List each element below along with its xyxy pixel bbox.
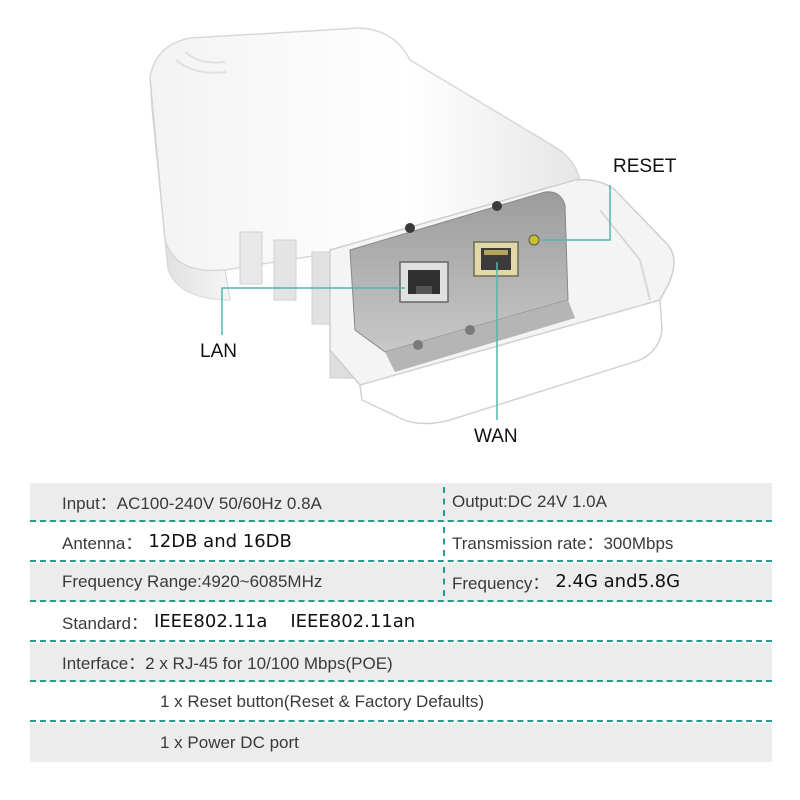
column-divider: [443, 567, 445, 596]
port-cavity: [349, 191, 575, 372]
spec-row-power: Input：AC100-240V 50/60Hz 0.8A Output:DC …: [30, 483, 772, 522]
callout-lines: [221, 185, 611, 420]
column-divider: [443, 487, 445, 516]
wan-port-icon: [473, 241, 519, 277]
spec-reset-button: 1 x Reset button(Reset & Factory Default…: [160, 691, 485, 711]
spec-interface: Interface：2 x RJ-45 for 10/100 Mbps(POE): [62, 654, 393, 673]
wan-callout-label: WAN: [474, 426, 518, 447]
product-illustration: [149, 27, 675, 425]
spec-frequency: Frequency： 2.4G and5.8G: [452, 563, 680, 600]
spec-row-interface: Interface：2 x RJ-45 for 10/100 Mbps(POE): [30, 643, 772, 682]
spec-row-antenna: Antenna： 12DB and 16DB Transmission rate…: [30, 523, 772, 562]
spec-row-standard: Standard： IEEE802.11a IEEE802.11an: [30, 603, 772, 642]
spec-standard-value: IEEE802.11a IEEE802.11an: [154, 611, 416, 632]
spec-table: Input：AC100-240V 50/60Hz 0.8A Output:DC …: [30, 483, 772, 763]
spec-input: Input：AC100-240V 50/60Hz 0.8A: [62, 494, 322, 513]
spec-standard: Standard： IEEE802.11a IEEE802.11an: [62, 603, 415, 640]
spec-output: Output:DC 24V 1.0A: [452, 491, 607, 511]
spec-antenna-label: Antenna：: [62, 534, 143, 553]
column-divider: [443, 527, 445, 556]
spec-row-power-port: 1 x Power DC port: [30, 723, 772, 762]
spec-transmission-rate: Transmission rate：300Mbps: [452, 534, 674, 553]
spec-frequency-label: Frequency：: [452, 574, 550, 593]
spec-row-frequency: Frequency Range:4920~6085MHz Frequency： …: [30, 563, 772, 602]
spec-frequency-value: 2.4G and5.8G: [555, 571, 681, 592]
lan-port-icon: [399, 261, 449, 303]
reset-button-icon: [528, 234, 540, 246]
spec-row-reset-button: 1 x Reset button(Reset & Factory Default…: [30, 683, 772, 722]
spec-power-port: 1 x Power DC port: [160, 732, 299, 752]
spec-frequency-range: Frequency Range:4920~6085MHz: [62, 571, 323, 591]
spec-antenna: Antenna： 12DB and 16DB: [62, 523, 292, 560]
spec-standard-label: Standard：: [62, 614, 148, 633]
reset-callout-label: RESET: [613, 156, 677, 177]
lan-callout-label: LAN: [200, 341, 237, 362]
spec-antenna-value: 12DB and 16DB: [148, 531, 292, 552]
